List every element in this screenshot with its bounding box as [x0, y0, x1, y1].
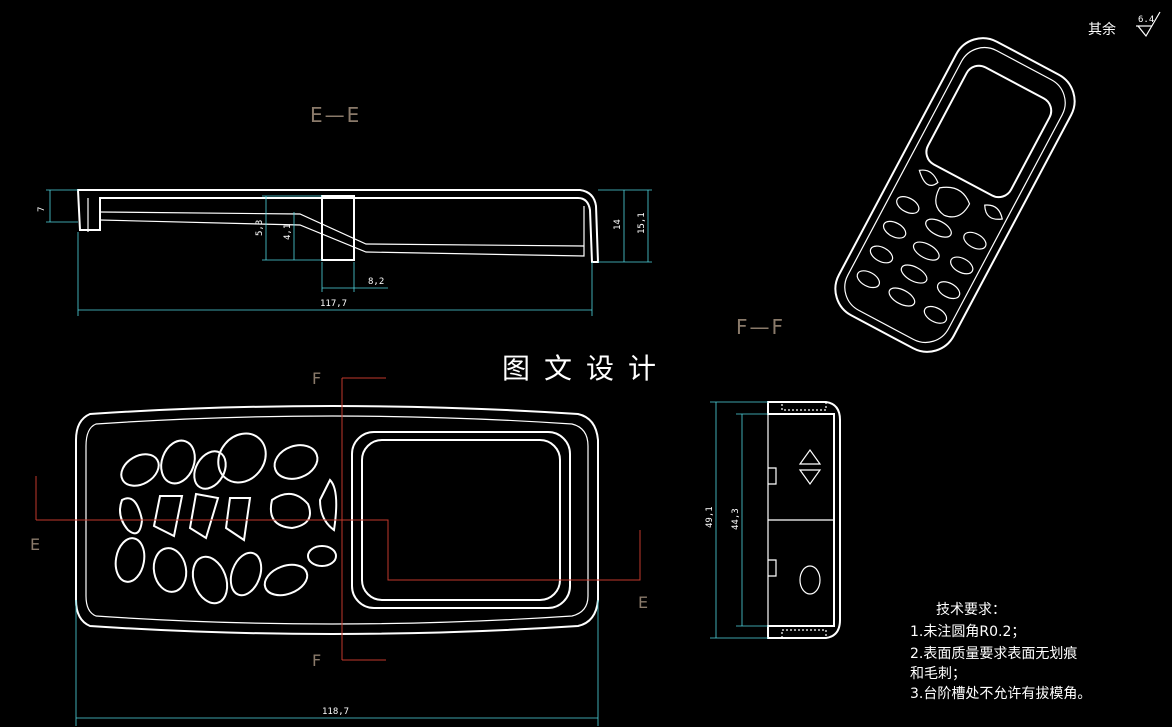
dim-ee-41: 4,1 — [283, 224, 293, 240]
dim-ee-right-14: 14 — [613, 219, 623, 230]
dim-ee-left-height: 7 — [37, 207, 47, 212]
plan-screen — [361, 439, 561, 601]
roughness-note: 其余 6.4 — [1088, 11, 1161, 38]
requirement-3: 3.台阶槽处不允许有拔模角。 — [910, 686, 1091, 702]
dim-ee-53: 5,3 — [255, 220, 265, 236]
section-ee-view — [76, 189, 600, 263]
plan-view — [75, 405, 599, 635]
section-ee-boss — [321, 195, 355, 261]
dim-ee-right-151: 15,1 — [637, 212, 647, 234]
dim-plan-length: 118,7 — [322, 707, 349, 717]
section-ff-title: F—F — [736, 315, 785, 339]
requirement-2b: 和毛刺； — [910, 666, 966, 682]
dim-ff-491: 49,1 — [705, 506, 715, 528]
cut-e-left: E — [30, 535, 40, 554]
roughness-symbol-icon — [1137, 11, 1161, 38]
ff-arrow-key-icon — [798, 448, 822, 486]
iso-screen — [925, 64, 1053, 199]
watermark-text: 图文设计 — [502, 352, 670, 385]
cut-f-top: F — [312, 369, 321, 388]
ff-round-key — [799, 565, 821, 595]
requirement-2a: 2.表面质量要求表面无划痕 — [910, 646, 1077, 662]
cut-f-bottom: F — [312, 651, 321, 670]
section-ee-title: E—E — [310, 103, 361, 127]
section-ff-view — [767, 401, 841, 639]
dim-ee-82: 8,2 — [368, 277, 384, 287]
plan-keypad — [114, 432, 338, 605]
plan-nav-key — [270, 493, 311, 530]
dimensions-ff: 49,1 44,3 — [705, 401, 768, 639]
cutting-planes: F F E E — [30, 369, 648, 670]
requirements-heading: 技术要求： — [936, 602, 1006, 618]
roughness-value: 6.4 — [1138, 15, 1154, 25]
dim-ee-length: 117,7 — [320, 299, 347, 309]
technical-requirements: 技术要求： 1.未注圆角R0.2； 2.表面质量要求表面无划痕 和毛刺； 3.台… — [910, 602, 1091, 702]
cut-e-right: E — [638, 593, 648, 612]
dimensions-plan: 118,7 — [75, 600, 599, 726]
isometric-phone-view — [834, 37, 1076, 353]
dimensions-ee: 7 5,3 4,1 8,2 14 15,1 117,7 — [37, 189, 652, 316]
iso-nav-key — [935, 186, 971, 218]
requirement-1: 1.未注圆角R0.2； — [910, 624, 1025, 640]
dim-ff-443: 44,3 — [731, 508, 741, 530]
roughness-label: 其余 — [1088, 21, 1116, 38]
